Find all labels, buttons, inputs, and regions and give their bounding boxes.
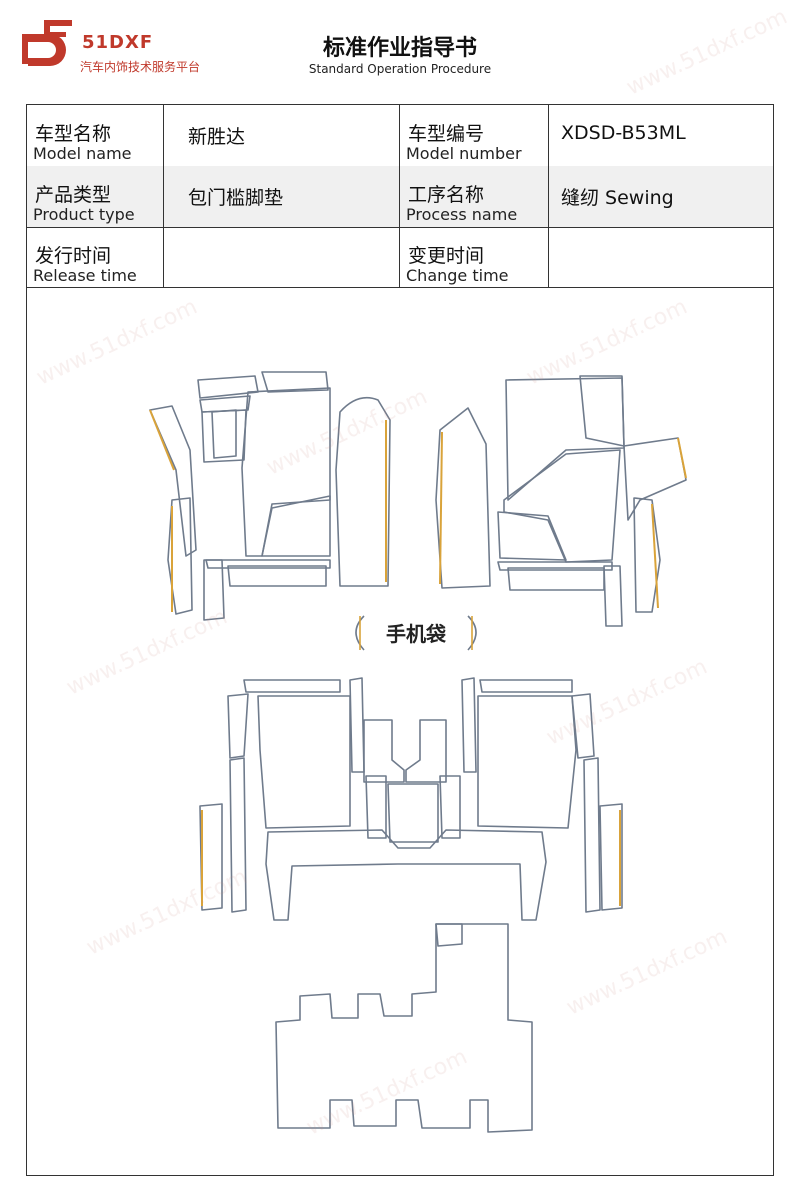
pattern-piece (503, 449, 621, 563)
pattern-piece (365, 775, 387, 839)
phone-pocket-outline (355, 615, 477, 651)
front-right-mat-pieces (435, 375, 687, 627)
label-model-number-en: Model number (406, 144, 522, 163)
pattern-piece (149, 405, 197, 557)
label-release-time-zh: 发行时间 (35, 245, 112, 267)
label-model-name-en: Model name (33, 144, 132, 163)
pattern-piece (203, 559, 225, 621)
value-cell-product-type: 包门槛脚垫 (164, 166, 400, 227)
pattern-piece (461, 677, 477, 773)
pattern-piece (387, 783, 439, 843)
pattern-piece (201, 409, 247, 463)
edge-highlight (439, 431, 443, 585)
info-row-product: 产品类型 Product type 包门槛脚垫 工序名称 Process nam… (27, 166, 773, 228)
pattern-piece (439, 775, 461, 839)
pattern-piece (363, 719, 405, 783)
value-cell-process-name: 缝纫 Sewing (549, 166, 773, 227)
pattern-piece (229, 757, 247, 913)
pattern-piece (199, 395, 251, 413)
pattern-piece (497, 511, 567, 561)
pocket-bracket-left (355, 615, 365, 651)
label-product-type-zh: 产品类型 (35, 184, 112, 206)
value-cell-model-number: XDSD-B53ML (549, 105, 773, 166)
label-process-name-en: Process name (406, 205, 518, 224)
pattern-piece (227, 693, 249, 759)
edge-highlight (677, 437, 687, 479)
pattern-piece (571, 693, 595, 759)
info-table: 车型名称 Model name 新胜达 车型编号 Model number XD… (26, 104, 774, 288)
value-cell-release-time (164, 227, 400, 288)
pattern-piece (275, 923, 533, 1133)
pattern-piece (405, 719, 447, 783)
value-product-type: 包门槛脚垫 (188, 187, 284, 209)
pattern-piece (349, 677, 365, 773)
edge-highlights (149, 409, 687, 906)
pattern-piece (479, 679, 573, 693)
brand-name: 51DXF (82, 32, 154, 53)
pattern-piece (507, 567, 605, 591)
pattern-piece (199, 803, 223, 911)
pattern-piece (633, 497, 661, 613)
pattern-piece (227, 565, 327, 587)
pattern-piece (505, 377, 625, 501)
label-cell-process-name: 工序名称 Process name (400, 166, 549, 227)
pattern-piece (599, 803, 623, 911)
pattern-piece (211, 409, 237, 459)
pattern-piece (623, 437, 687, 521)
pattern-piece (583, 757, 601, 913)
document-header: 51DXF 汽车内饰技术服务平台 标准作业指导书 Standard Operat… (0, 0, 800, 100)
brand-tagline: 汽车内饰技术服务平台 (80, 60, 201, 74)
info-row-time: 发行时间 Release time 变更时间 Change time (27, 227, 773, 288)
label-cell-release-time: 发行时间 Release time (27, 227, 164, 288)
label-change-time-zh: 变更时间 (408, 245, 485, 267)
pattern-piece (603, 565, 623, 627)
front-left-mat-pieces (149, 371, 391, 621)
pattern-piece (335, 396, 391, 587)
label-cell-model-name: 车型名称 Model name (27, 105, 164, 166)
pattern-piece (579, 375, 625, 447)
pattern-piece (435, 923, 463, 947)
document-subtitle: Standard Operation Procedure (308, 62, 492, 76)
pattern-piece (265, 829, 547, 921)
edge-highlight (651, 503, 659, 609)
label-model-number-zh: 车型编号 (408, 123, 485, 145)
brand-logo (22, 20, 72, 66)
pattern-piece (435, 407, 491, 589)
pattern-piece (205, 559, 331, 569)
label-release-time-en: Release time (33, 266, 137, 285)
value-process-name: 缝纫 Sewing (561, 187, 674, 209)
pattern-piece (167, 497, 193, 615)
label-cell-change-time: 变更时间 Change time (400, 227, 549, 288)
pocket-bracket-right (467, 615, 477, 651)
label-process-name-zh: 工序名称 (408, 184, 485, 206)
rear-mat-piece (275, 923, 533, 1133)
value-model-name: 新胜达 (188, 126, 246, 148)
document-title: 标准作业指导书 (322, 36, 477, 61)
edge-highlight (149, 409, 175, 471)
phone-pocket-label: 手机袋 (386, 621, 446, 646)
label-product-type-en: Product type (33, 205, 135, 224)
pattern-piece (477, 695, 577, 829)
pattern-piece (497, 561, 613, 571)
label-model-name-zh: 车型名称 (35, 123, 112, 145)
pattern-piece (257, 695, 351, 829)
diagram-area (26, 288, 774, 1176)
pattern-piece (243, 679, 341, 693)
value-cell-model-name: 新胜达 (164, 105, 400, 166)
value-model-number: XDSD-B53ML (561, 122, 686, 144)
label-change-time-en: Change time (406, 266, 509, 285)
pattern-piece (241, 387, 331, 557)
info-row-model: 车型名称 Model name 新胜达 车型编号 Model number XD… (27, 105, 773, 167)
pattern-piece (261, 495, 331, 557)
label-cell-product-type: 产品类型 Product type (27, 166, 164, 227)
second-row-mat-pieces (199, 677, 623, 921)
pattern-piece (261, 371, 329, 393)
pattern-piece (197, 375, 259, 399)
label-cell-model-number: 车型编号 Model number (400, 105, 549, 166)
